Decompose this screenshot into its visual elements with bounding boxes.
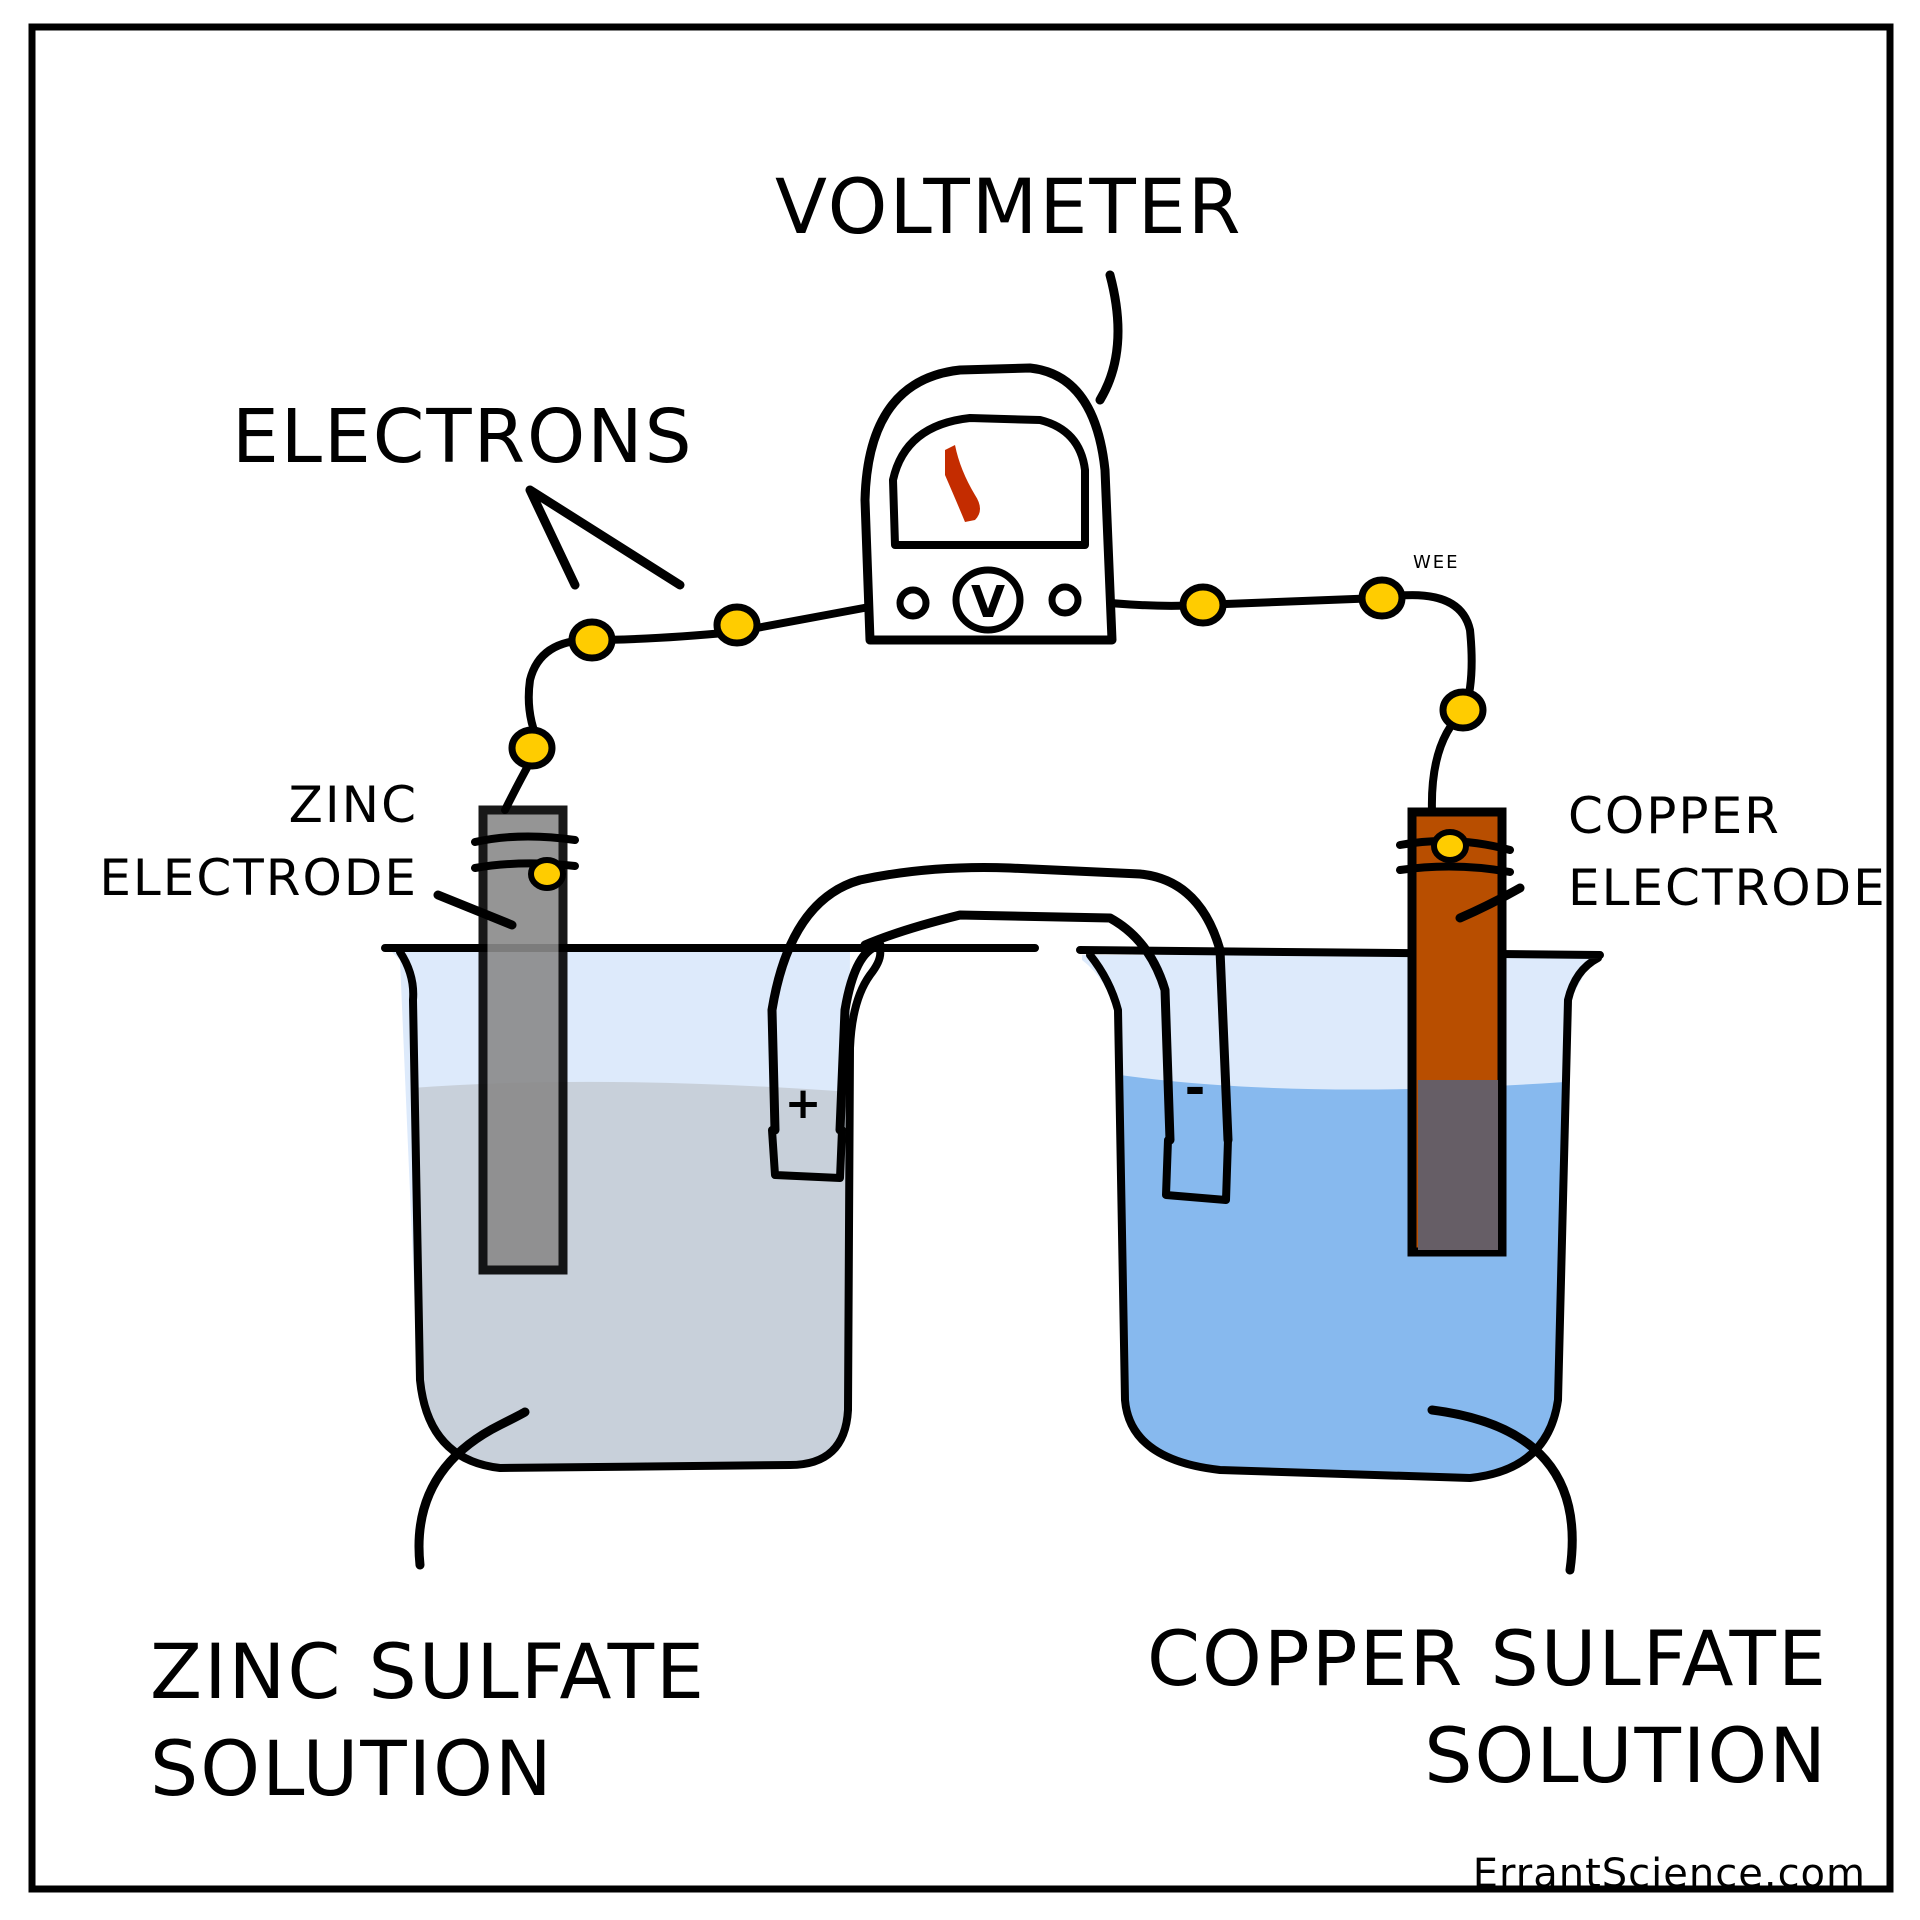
zinc-electrode-pointer	[433, 890, 517, 930]
voltmeter-symbol-ring	[952, 566, 1024, 634]
copper-electrode	[1396, 807, 1514, 1257]
voltmeter-terminal-left	[896, 586, 930, 620]
electrons	[508, 576, 1487, 770]
copper-clip-electron	[1431, 829, 1469, 863]
electron	[713, 603, 761, 647]
panel-border	[28, 23, 1894, 1893]
electron	[1179, 583, 1227, 627]
salt-bridge-plus: +	[785, 1078, 824, 1129]
zinc-electrode-label-line1: Zinc	[289, 776, 418, 834]
voltmeter-label: Voltmeter	[775, 162, 1243, 251]
voltmeter-symbol: V	[971, 577, 1005, 628]
zinc-electrode-label-line2: electrode	[99, 849, 418, 907]
copper-solution-pointer	[1427, 1405, 1577, 1575]
zinc-solution-pointer	[414, 1407, 530, 1570]
zinc-solution-label-line2: solution	[150, 1724, 554, 1813]
electron	[568, 618, 616, 662]
zinc-solution-label-line1: Zinc sulfate	[150, 1627, 706, 1716]
electron	[1439, 688, 1487, 732]
electron	[508, 726, 556, 770]
voltmeter-terminal-right	[1048, 583, 1082, 617]
copper-electrode-pointer	[1455, 883, 1525, 923]
salt-bridge-minus: -	[1185, 1059, 1208, 1117]
voltmeter-needle	[945, 445, 980, 522]
zinc-electrode	[471, 805, 579, 1275]
voltmeter: V	[860, 363, 1117, 645]
salt-bridge: + -	[767, 863, 1233, 1204]
copper-electrode-label-line2: electrode	[1568, 859, 1887, 917]
electrons-pointer	[525, 485, 685, 590]
electrons-label: Electrons	[232, 394, 694, 480]
copper-electrode-label-line1: Copper	[1568, 787, 1781, 845]
credit-text: ErrantScience.com	[1473, 1851, 1866, 1897]
copper-solution-label-line2: solution	[1424, 1711, 1828, 1800]
copper-beaker	[1076, 946, 1604, 1482]
zinc-clip-electron	[528, 857, 566, 891]
voltmeter-pointer	[1095, 270, 1123, 405]
copper-solution-label-line1: Copper sulfate	[1147, 1614, 1828, 1703]
voltmeter-dial	[889, 414, 1089, 549]
zinc-solution	[412, 1081, 850, 1468]
electron	[1358, 576, 1406, 620]
wee-label: Wee	[1413, 552, 1460, 573]
